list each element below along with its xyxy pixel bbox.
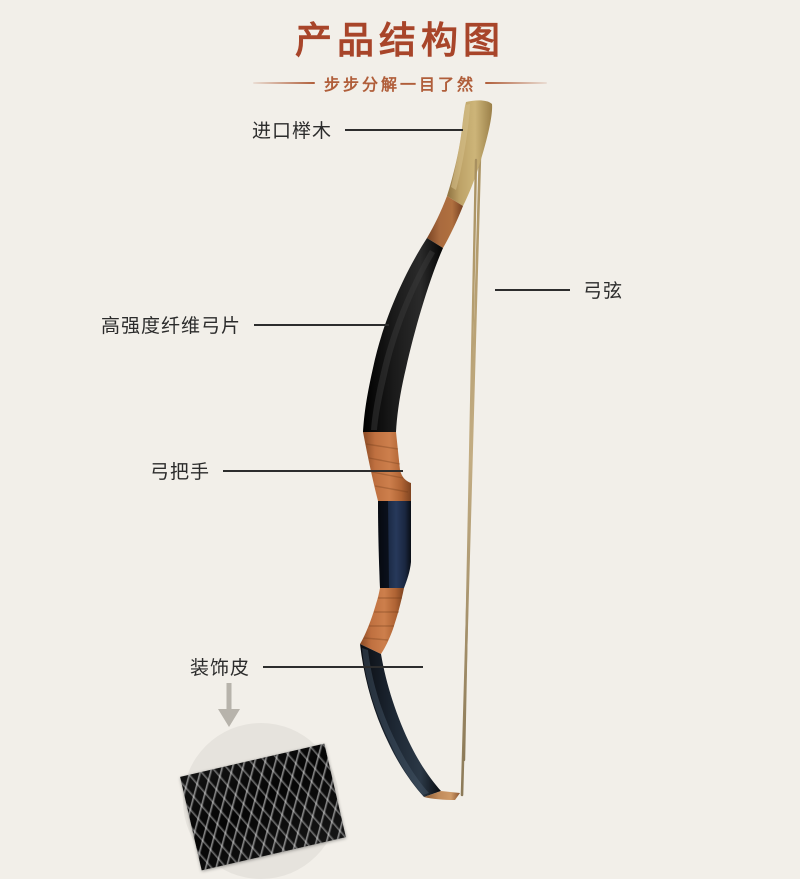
down-arrow-icon — [218, 683, 240, 727]
riser-upper-wrap-part — [363, 432, 411, 501]
leader-line-imported-beech — [345, 128, 464, 131]
callout-high-strength-fiber-limb[interactable]: 高强度纤维弓片 — [101, 311, 390, 338]
callout-bow-grip[interactable]: 弓把手 — [150, 457, 404, 484]
page-title: 产品结构图 — [295, 19, 505, 62]
riser-lower-wrap-grain — [363, 597, 402, 641]
subtitle-rule-right — [485, 82, 547, 84]
callout-label-decorative-leather: 装饰皮 — [190, 657, 251, 679]
callout-label-bowstring: 弓弦 — [583, 280, 624, 302]
leader-line-bowstring — [495, 288, 570, 291]
subtitle-rule-left — [252, 82, 315, 84]
subtitle-row: 步步分解一目了然 — [0, 71, 800, 95]
callout-imported-beech[interactable]: 进口榉木 — [252, 116, 464, 143]
upper-limb-sheen — [371, 250, 435, 430]
product-structure-diagram: 产品结构图 步步分解一目了然 — [0, 18, 800, 879]
riser-upper-wrap-grain — [365, 443, 409, 493]
callout-label-high-strength-fiber-limb: 高强度纤维弓片 — [101, 315, 242, 337]
lower-limb-part — [360, 644, 441, 797]
leader-line-decorative-leather — [263, 665, 424, 668]
lower-limb-sheen — [362, 648, 429, 795]
callout-decorative-leather[interactable]: 装饰皮 — [190, 653, 424, 680]
bowstring-overlay — [462, 158, 478, 762]
lower-tip-part — [424, 791, 460, 800]
diagram-header: 产品结构图 步步分解一目了然 — [0, 18, 800, 95]
leader-line-high-strength-fiber-limb — [254, 323, 390, 326]
upper-tip-joint-part — [427, 196, 463, 248]
bow-illustration — [360, 100, 493, 800]
leader-line-bow-grip — [223, 469, 404, 472]
riser-lower-wrap-part — [360, 588, 404, 654]
page-subtitle: 步步分解一目了然 — [323, 75, 476, 94]
grip-edge-shadow — [378, 501, 389, 588]
decorative-leather-closeup — [180, 683, 346, 879]
callout-label-imported-beech: 进口榉木 — [252, 120, 333, 142]
callout-label-bow-grip: 弓把手 — [150, 461, 211, 483]
callout-bowstring[interactable]: 弓弦 — [495, 276, 623, 303]
upper-tip-highlight — [451, 104, 470, 190]
